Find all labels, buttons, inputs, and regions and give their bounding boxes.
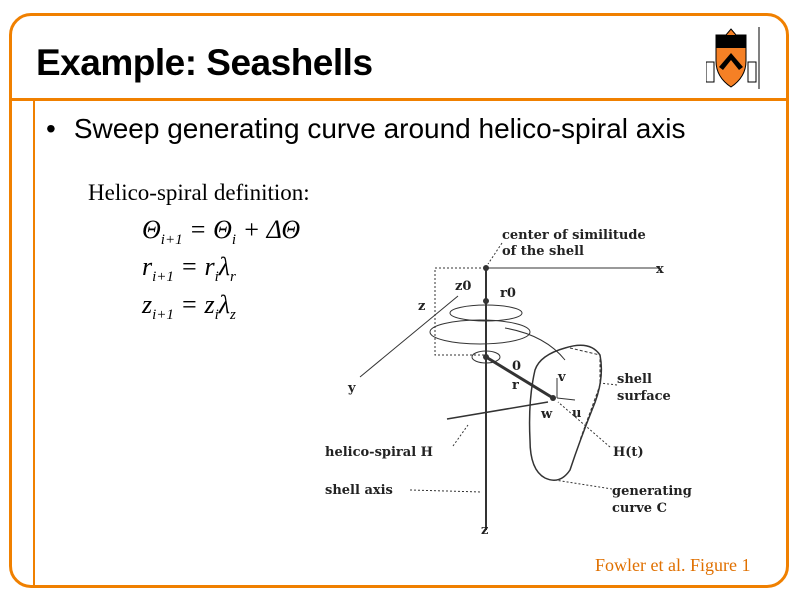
equation-theta: Θi+1 = Θi + ΔΘ: [142, 215, 301, 249]
princeton-logo: [706, 27, 760, 89]
equation-r: ri+1 = riλr: [142, 252, 236, 286]
bullet-item: •Sweep generating curve around helico-sp…: [46, 113, 686, 144]
bullet-text: Sweep generating curve around helico-spi…: [73, 113, 686, 144]
left-rule: [33, 100, 35, 588]
slide-title: Example: Seashells: [36, 42, 373, 83]
slide-frame: [9, 13, 789, 588]
definition-heading: Helico-spiral definition:: [88, 180, 310, 205]
header-divider: [9, 98, 789, 101]
equation-z: zi+1 = ziλz: [142, 290, 236, 324]
figure-caption: Fowler et al. Figure 1: [595, 555, 751, 575]
